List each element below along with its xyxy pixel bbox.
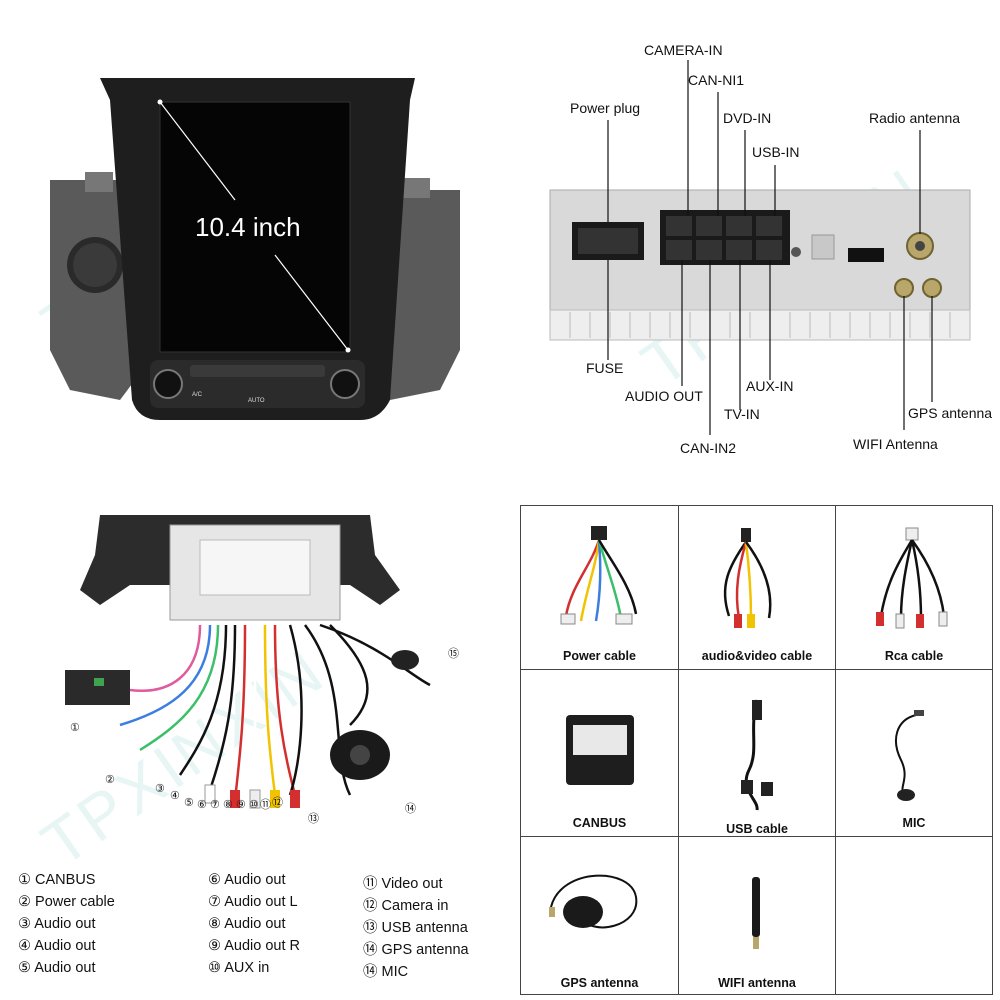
usb-cable-image	[741, 699, 773, 811]
label-aux-in: AUX-IN	[746, 378, 794, 394]
callout-5: ⑤	[184, 797, 194, 809]
svg-text:AUTO: AUTO	[248, 398, 265, 404]
label-radio-antenna: Radio antenna	[869, 110, 961, 126]
label-wifi-antenna: WIFI Antenna	[853, 436, 938, 452]
label-audio-out: AUDIO OUT	[625, 388, 703, 404]
callout-14: ⑭	[405, 803, 416, 815]
accessory-gps-antenna: GPS antenna	[520, 836, 679, 995]
accessory-mic: MIC	[835, 669, 993, 837]
legend-item: ⑬ USB antenna	[363, 920, 468, 936]
callout-8: ⑧	[223, 799, 233, 811]
gps-antenna-image	[549, 874, 638, 929]
connector-diagram	[549, 60, 971, 435]
av-cable-image	[723, 528, 772, 628]
legend-item: ⑦ Audio out L	[208, 894, 298, 910]
legend-item: ④ Audio out	[18, 938, 96, 954]
legend-item: ③ Audio out	[18, 916, 96, 932]
label-camera-in: CAMERA-IN	[644, 42, 723, 58]
callout-9: ⑨	[236, 799, 246, 811]
legend-item: ⑫ Camera in	[363, 898, 449, 914]
callout-7: ⑦	[210, 799, 220, 811]
head-unit-illustration: A/C AUTO	[50, 78, 460, 420]
power-cable-image	[560, 526, 638, 625]
rca-cable-image	[876, 527, 948, 629]
label-tv-in: TV-IN	[724, 406, 760, 422]
accessory-wifi-antenna: WIFI antenna	[678, 836, 836, 995]
accessory-label: MIC	[902, 816, 926, 830]
callout-12: ⑫	[272, 797, 283, 809]
callout-15: ⑮	[448, 648, 459, 660]
legend-item: ⑭ GPS antenna	[363, 942, 469, 958]
legend-item: ⑧ Audio out	[208, 916, 286, 932]
accessory-power-cable: Power cable	[520, 505, 679, 670]
callout-1: ①	[70, 722, 80, 734]
svg-text:A/C: A/C	[192, 392, 203, 398]
accessory-usb-cable: USB cable	[678, 669, 836, 837]
label-fuse: FUSE	[586, 360, 624, 376]
accessory-label: WIFI antenna	[718, 976, 796, 990]
accessory-rca-cable: Rca cable	[835, 505, 993, 670]
callout-11: ⑪	[260, 799, 271, 811]
callout-13: ⑬	[308, 813, 319, 825]
label-power-plug: Power plug	[570, 100, 641, 116]
head-unit-screen-panel: A/C AUTO 10.4 inch	[40, 60, 470, 440]
label-gps-antenna: GPS antenna	[908, 405, 993, 421]
callout-10: ⑩	[249, 799, 259, 811]
wiring-panel: ① ② ③ ④ ⑤ ⑥ ⑦ ⑧ ⑨ ⑩ ⑪ ⑫ ⑬ ⑭ ⑮	[50, 495, 480, 835]
legend-item: ⑩ AUX in	[208, 960, 270, 976]
legend-item: ⑭ MIC	[363, 964, 409, 980]
legend-item: ② Power cable	[18, 894, 115, 910]
legend-item: ⑪ Video out	[363, 876, 443, 892]
callout-6: ⑥	[197, 799, 207, 811]
accessory-label: Power cable	[563, 649, 636, 663]
accessory-grid: Power cable audio&video cable	[520, 505, 993, 995]
accessory-label: Rca cable	[884, 649, 944, 663]
label-dvd-in: DVD-IN	[723, 110, 772, 126]
accessory-canbus: CANBUS	[520, 669, 679, 837]
legend-item: ⑤ Audio out	[18, 960, 96, 976]
callout-3: ③	[155, 783, 165, 795]
wiring-illustration	[65, 515, 431, 809]
accessory-av-cable: audio&video cable	[678, 505, 836, 670]
label-usb-in: USB-IN	[752, 144, 800, 160]
legend-item: ⑨ Audio out R	[208, 938, 300, 954]
legend-item: ① CANBUS	[18, 872, 96, 888]
canbus-image	[566, 715, 634, 785]
accessory-empty-cell	[835, 836, 993, 995]
screen-size-label: 10.4 inch	[195, 212, 301, 242]
legend-item: ⑥ Audio out	[208, 872, 286, 888]
wifi-antenna-image	[752, 877, 760, 949]
accessory-label: audio&video cable	[701, 649, 813, 663]
label-can-in2: CAN-IN2	[680, 440, 737, 456]
callout-2: ②	[105, 774, 115, 786]
accessory-label: USB cable	[726, 822, 788, 836]
label-can-ni1: CAN-NI1	[688, 72, 745, 88]
callout-4: ④	[170, 790, 180, 802]
parts-legend: ① CANBUS ② Power cable ③ Audio out ④ Aud…	[18, 872, 498, 992]
accessory-label: GPS antenna	[560, 976, 639, 990]
connector-panel: CAMERA-IN CAN-NI1 Power plug DVD-IN USB-…	[520, 30, 1000, 470]
accessory-label: CANBUS	[572, 816, 627, 830]
mic-image	[895, 710, 924, 801]
